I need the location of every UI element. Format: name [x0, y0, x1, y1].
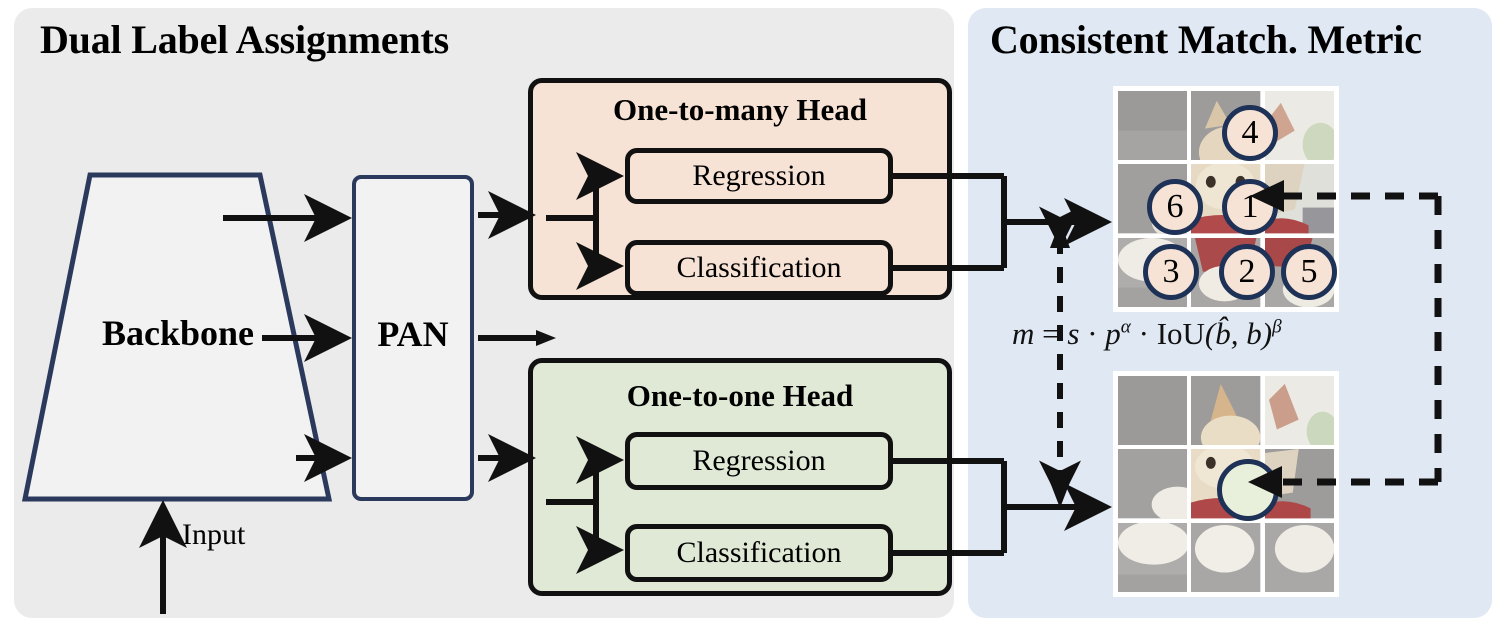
formula-iou-args: (b̂, b) [1204, 316, 1273, 351]
marker-5: 5 [1281, 244, 1337, 300]
marker-6: 6 [1147, 179, 1203, 235]
grid-image-one-to-many: 4 6 1 3 2 5 [1113, 86, 1339, 312]
grid-cell [1191, 522, 1261, 592]
formula-exponent-beta: β [1272, 316, 1282, 338]
backbone-shape [22, 172, 332, 502]
one-to-many-regression-box: Regression [625, 148, 893, 204]
grid-cell [1118, 376, 1188, 446]
formula-equals: = [1042, 316, 1060, 351]
formula-exponent-alpha: α [1120, 316, 1131, 338]
marker-1: 1 [1222, 179, 1278, 235]
formula-dot-2: · [1138, 316, 1149, 351]
grid-cell [1118, 522, 1188, 592]
formula-lhs: m [1012, 316, 1035, 351]
one-to-many-head-title: One-to-many Head [612, 92, 867, 127]
pan-box [352, 175, 474, 501]
input-label: Input [182, 518, 246, 551]
grid-cell [1264, 376, 1334, 446]
marker-4: 4 [1222, 105, 1278, 161]
one-to-many-classification-box: Classification [625, 240, 893, 296]
pan-label: PAN [377, 314, 449, 354]
grid-cell [1191, 376, 1261, 446]
formula-term-p: p [1105, 316, 1121, 351]
formula-iou: IoU [1156, 316, 1205, 351]
panel-left-title: Dual Label Assignments [40, 17, 450, 62]
panel-right-title: Consistent Match. Metric [990, 17, 1422, 62]
marker-selected [1217, 459, 1279, 521]
marker-2: 2 [1219, 244, 1275, 300]
one-to-one-head-title: One-to-one Head [626, 378, 854, 413]
grid-image-one-to-one [1113, 371, 1339, 597]
grid-cell [1264, 522, 1334, 592]
one-to-one-classification-box: Classification [625, 524, 893, 582]
formula-term-s: s [1067, 316, 1080, 351]
one-to-one-regression-box: Regression [625, 432, 893, 490]
marker-3: 3 [1143, 244, 1199, 300]
grid-cell [1118, 449, 1188, 519]
grid-cell [1118, 91, 1188, 161]
formula-dot-1: · [1087, 316, 1098, 351]
backbone-label: Backbone [101, 313, 255, 353]
matching-metric-formula: m = s · pα · IoU(b̂, b)β [1012, 316, 1282, 352]
